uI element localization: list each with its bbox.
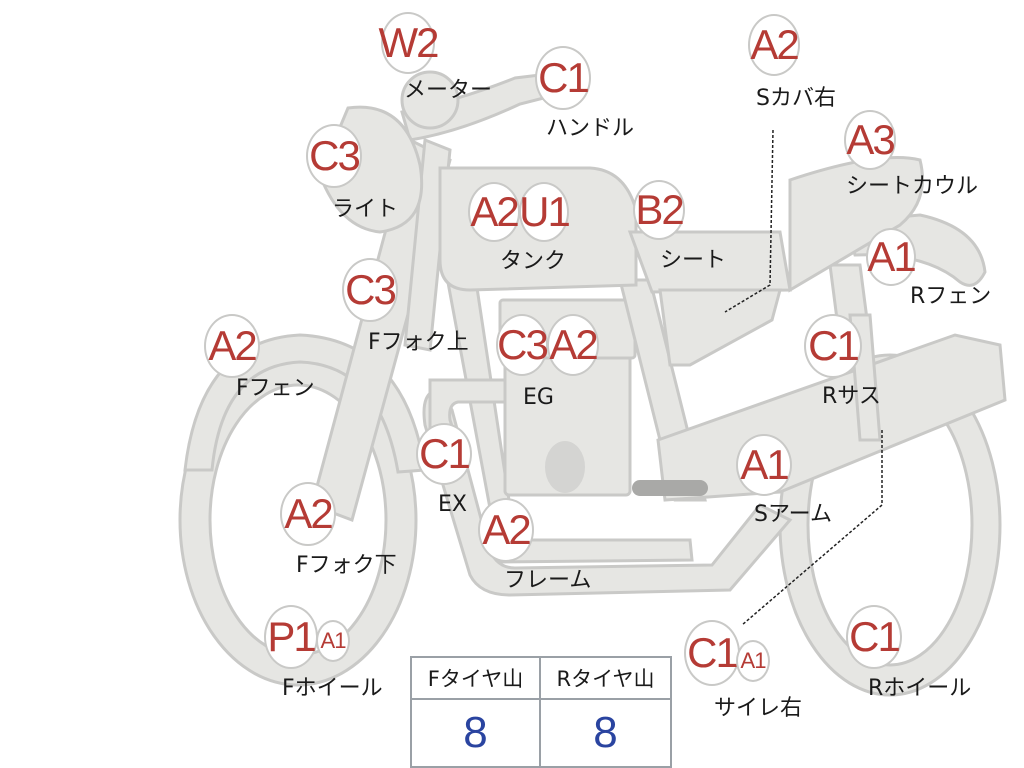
side-cover-leader (724, 129, 774, 313)
tank-grade-2: U1 (519, 182, 571, 242)
seat-cowl-grade: A3 (844, 110, 896, 170)
seat-cowl-shape (788, 156, 924, 293)
frame-label: フレーム (504, 568, 592, 593)
fork-lower-label: Fフォク下 (296, 553, 397, 578)
exhaust-grade: C1 (416, 423, 472, 485)
meter-label: メーター (404, 78, 493, 103)
rear-wheel-grade: C1 (846, 605, 902, 669)
front-wheel-grade-1: P1 (264, 605, 318, 669)
swing-arm-label: Sアーム (754, 502, 832, 527)
muffler-label: サイレ右 (714, 696, 803, 721)
muffler-leader (741, 430, 883, 626)
fork-upper-label: Fフォク上 (368, 330, 469, 355)
fork-lower-grade: A2 (280, 482, 336, 546)
handle-grade: C1 (535, 46, 591, 110)
seat-grade: B2 (633, 180, 685, 240)
rear-tire-value: 8 (593, 708, 618, 757)
front-tire-value: 8 (412, 700, 541, 766)
side-cover-label: Sカバ右 (756, 86, 836, 111)
meter-shape (400, 70, 460, 130)
side-cover-grade: A2 (748, 14, 800, 76)
engine-grade-1: C3 (496, 314, 549, 376)
muffler-grade-2: A1 (736, 640, 770, 682)
muffler-grade-1: C1 (684, 620, 740, 686)
light-label: ライト (332, 197, 399, 222)
tire-tread-table: Fタイヤ山 Rタイヤ山 8 8 (410, 656, 672, 768)
front-fender-label: Fフェン (236, 376, 315, 401)
front-wheel-grade-2: A1 (316, 620, 350, 662)
rear-wheel-label: Rホイール (868, 676, 972, 701)
tank-label: タンク (500, 249, 567, 274)
seat-cowl-label: シートカウル (846, 174, 979, 199)
seat-label: シート (660, 248, 727, 273)
front-fender-grade: A2 (204, 314, 260, 378)
exhaust-label: EX (438, 492, 467, 517)
engine-grade-2: A2 (547, 314, 599, 376)
rear-sus-grade: C1 (804, 314, 862, 378)
front-wheel-label: Fホイール (282, 676, 383, 701)
handle-label: ハンドル (546, 116, 635, 141)
light-grade: C3 (306, 124, 362, 188)
rear-fender-label: Rフェン (910, 284, 992, 309)
meter-grade: W2 (379, 12, 440, 74)
side-cover-shape (658, 288, 782, 367)
tank-grade-1: A2 (468, 182, 520, 242)
front-tire-header: Fタイヤ山 (412, 658, 541, 700)
rear-fender-grade: A1 (866, 228, 917, 286)
rear-tire-header: Rタイヤ山 (541, 658, 670, 700)
fork-upper-grade: C3 (342, 258, 398, 322)
swing-arm-grade: A1 (736, 434, 792, 496)
frame-grade: A2 (478, 498, 534, 562)
engine-cover-shape (545, 441, 585, 493)
rear-sus-label: Rサス (822, 384, 881, 409)
engine-label: EG (523, 385, 554, 410)
